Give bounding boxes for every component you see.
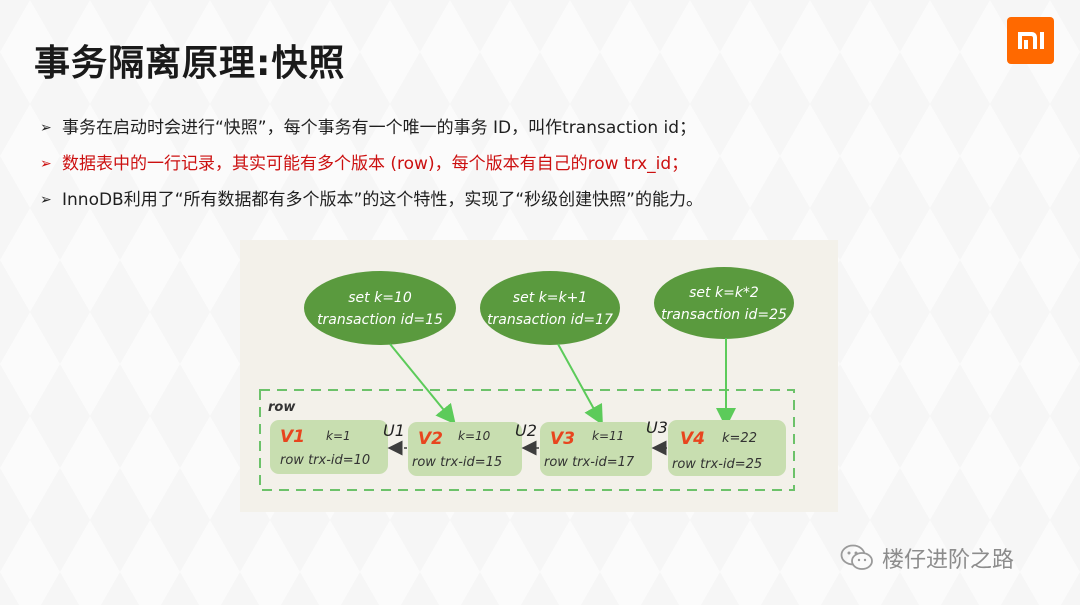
transaction-id: transaction id=25 bbox=[661, 307, 787, 323]
bullet-text: 事务在启动时会进行“快照”，每个事务有一个唯一的事务 ID，叫作transact… bbox=[62, 118, 697, 138]
transaction-set: set k=k+1 bbox=[513, 290, 587, 306]
mi-logo-icon bbox=[1018, 32, 1044, 49]
undo-log-label: U3 bbox=[646, 418, 668, 437]
version-label: V4 bbox=[680, 429, 705, 449]
wechat-icon bbox=[840, 544, 873, 570]
version-k: k=10 bbox=[458, 429, 491, 443]
version-box-v4: V4 k=22 row trx-id=25 bbox=[668, 420, 786, 476]
undo-log-label: U2 bbox=[515, 421, 537, 440]
transaction-ellipse-3: set k=k*2 transaction id=25 bbox=[654, 267, 794, 339]
transaction-id: transaction id=15 bbox=[317, 312, 443, 328]
mvcc-diagram: row set k=10 transaction id=15 set k=k+1… bbox=[240, 240, 838, 512]
row-label: row bbox=[268, 400, 296, 415]
transaction-set: set k=k*2 bbox=[689, 285, 759, 301]
wechat-watermark: 楼仔进阶之路 bbox=[840, 542, 1014, 574]
version-k: k=1 bbox=[326, 429, 351, 443]
bullet-arrow-icon: ➢ bbox=[40, 156, 52, 172]
version-label: V1 bbox=[280, 427, 305, 447]
bullet-item-2: ➢ 数据表中的一行记录，其实可能有多个版本 (row)，每个版本有自己的row … bbox=[40, 146, 1060, 182]
slide-title: 事务隔离原理:快照 bbox=[34, 43, 346, 84]
version-box-v2: V2 k=10 row trx-id=15 bbox=[408, 422, 522, 476]
version-box-v1: V1 k=1 row trx-id=10 bbox=[270, 420, 388, 474]
row-container bbox=[259, 389, 795, 491]
mi-logo bbox=[1007, 17, 1054, 64]
version-k: k=22 bbox=[722, 431, 757, 446]
bullet-item-1: ➢ 事务在启动时会进行“快照”，每个事务有一个唯一的事务 ID，叫作transa… bbox=[40, 110, 1060, 146]
version-box-v3: V3 k=11 row trx-id=17 bbox=[540, 422, 652, 476]
transaction-set: set k=10 bbox=[348, 290, 412, 306]
watermark-text: 楼仔进阶之路 bbox=[882, 548, 1015, 573]
transaction-id: transaction id=17 bbox=[487, 312, 613, 328]
transaction-ellipse-2: set k=k+1 transaction id=17 bbox=[480, 271, 620, 345]
version-label: V2 bbox=[418, 429, 443, 449]
undo-log-label: U1 bbox=[383, 421, 405, 440]
bullet-arrow-icon: ➢ bbox=[40, 120, 52, 136]
version-trx-id: row trx-id=15 bbox=[412, 455, 502, 470]
version-label: V3 bbox=[550, 429, 575, 449]
bullet-text: 数据表中的一行记录，其实可能有多个版本 (row)，每个版本有自己的row tr… bbox=[62, 154, 689, 174]
version-trx-id: row trx-id=25 bbox=[672, 457, 762, 472]
version-k: k=11 bbox=[592, 429, 624, 443]
version-trx-id: row trx-id=10 bbox=[280, 453, 370, 468]
transaction-arrow-2 bbox=[557, 343, 603, 426]
transaction-arrow-1 bbox=[389, 343, 456, 425]
version-trx-id: row trx-id=17 bbox=[544, 455, 635, 470]
bullet-item-3: ➢ InnoDB利用了“所有数据都有多个版本”的这个特性，实现了“秒级创建快照”… bbox=[40, 182, 1060, 218]
bullet-list: ➢ 事务在启动时会进行“快照”，每个事务有一个唯一的事务 ID，叫作transa… bbox=[40, 110, 1060, 218]
bullet-text: InnoDB利用了“所有数据都有多个版本”的这个特性，实现了“秒级创建快照”的能… bbox=[62, 190, 703, 210]
transaction-ellipse-1: set k=10 transaction id=15 bbox=[304, 271, 456, 345]
mvcc-diagram-svg: row set k=10 transaction id=15 set k=k+1… bbox=[259, 267, 795, 491]
bullet-arrow-icon: ➢ bbox=[40, 192, 52, 208]
